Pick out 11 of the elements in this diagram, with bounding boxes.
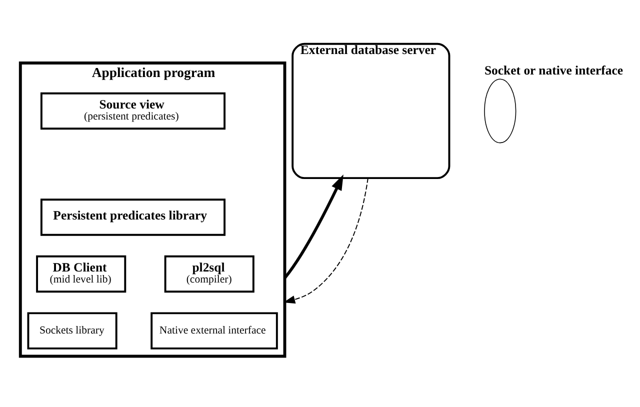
- node-box: External database server: [292, 42, 450, 179]
- node-ellipse: [484, 78, 516, 143]
- arrow: [284, 174, 344, 278]
- arrow: [283, 177, 368, 304]
- node-box: pl2sql (compiler): [164, 254, 254, 292]
- node-label: Socket or native interface: [484, 63, 624, 78]
- node-box: Native external interface: [150, 312, 278, 349]
- node-box: DB Client (mid level lib): [36, 254, 126, 292]
- node-box: Sockets library: [27, 312, 118, 349]
- node-box: Persistent predicates library: [40, 198, 226, 236]
- node-box: Source view (persistent predicates): [40, 92, 226, 130]
